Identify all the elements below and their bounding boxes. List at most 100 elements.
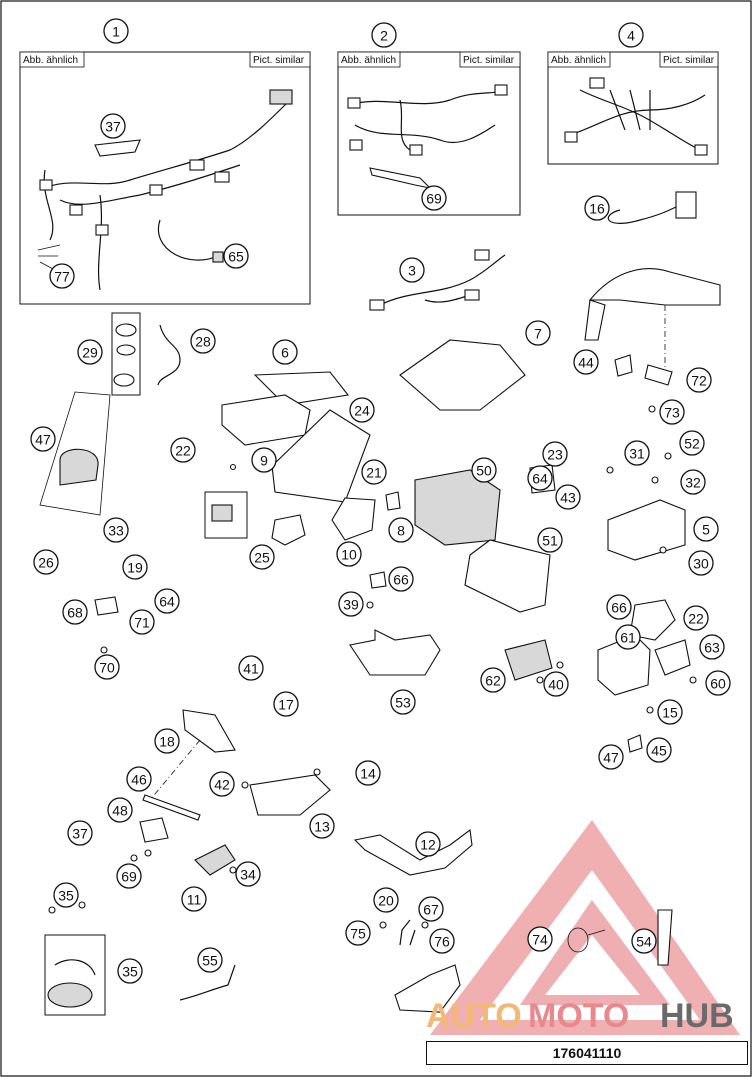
callout-number: 10 bbox=[341, 547, 357, 563]
callout-53: 53 bbox=[390, 689, 416, 715]
callout-number: 30 bbox=[693, 556, 709, 572]
callout-31: 31 bbox=[624, 440, 650, 466]
callout-number: 31 bbox=[629, 446, 645, 462]
callout-30: 30 bbox=[688, 550, 714, 576]
callout-55: 55 bbox=[197, 947, 223, 973]
callout-17: 17 bbox=[273, 691, 299, 717]
callout-number: 50 bbox=[476, 463, 492, 479]
callout-18: 18 bbox=[154, 728, 180, 754]
callout-46: 46 bbox=[126, 766, 152, 792]
callout-number: 42 bbox=[214, 777, 230, 793]
similar-en-label-3: Pict. similar bbox=[663, 55, 715, 66]
callout-2: 2 bbox=[371, 22, 397, 48]
callout-number: 63 bbox=[704, 640, 720, 656]
callout-10: 10 bbox=[336, 541, 362, 567]
similar-de-label-3: Abb. ähnlich bbox=[551, 55, 606, 66]
callout-69: 69 bbox=[421, 185, 447, 211]
callout-71: 71 bbox=[129, 609, 155, 635]
callout-number: 48 bbox=[112, 803, 128, 819]
callout-51: 51 bbox=[537, 527, 563, 553]
callout-20: 20 bbox=[373, 887, 399, 913]
callout-60: 60 bbox=[705, 670, 731, 696]
callout-number: 67 bbox=[423, 902, 439, 918]
callout-number: 6 bbox=[281, 345, 289, 361]
callout-61: 61 bbox=[615, 624, 641, 650]
callout-43: 43 bbox=[555, 484, 581, 510]
callout-number: 66 bbox=[611, 600, 627, 616]
callout-29: 29 bbox=[77, 339, 103, 365]
callout-number: 18 bbox=[159, 734, 175, 750]
callout-19: 19 bbox=[122, 554, 148, 580]
watermark-moto: MOTO bbox=[528, 997, 629, 1035]
callout-number: 11 bbox=[187, 892, 202, 908]
callout-63: 63 bbox=[699, 634, 725, 660]
callout-number: 5 bbox=[702, 522, 710, 538]
callout-number: 54 bbox=[636, 934, 652, 950]
callout-number: 47 bbox=[35, 432, 51, 448]
callout-number: 32 bbox=[685, 475, 701, 491]
callout-number: 29 bbox=[82, 345, 98, 361]
callout-number: 55 bbox=[202, 953, 218, 969]
callout-68: 68 bbox=[62, 599, 88, 625]
similar-de-label-2: Abb. ähnlich bbox=[341, 55, 396, 66]
callout-5: 5 bbox=[693, 516, 719, 542]
callout-33: 33 bbox=[103, 517, 129, 543]
callout-number: 64 bbox=[159, 594, 175, 610]
callout-number: 69 bbox=[426, 191, 442, 207]
callout-25: 25 bbox=[249, 544, 275, 570]
callout-number: 17 bbox=[278, 697, 294, 713]
callout-number: 2 bbox=[380, 28, 388, 44]
callout-number: 33 bbox=[108, 523, 124, 539]
callout-7: 7 bbox=[525, 320, 551, 346]
callout-number: 76 bbox=[434, 934, 450, 950]
callout-15: 15 bbox=[657, 699, 683, 725]
callout-number: 37 bbox=[72, 826, 88, 842]
callout-number: 41 bbox=[243, 661, 259, 677]
callout-number: 69 bbox=[121, 869, 137, 885]
callout-54: 54 bbox=[631, 928, 657, 954]
callout-number: 22 bbox=[688, 611, 704, 627]
callout-number: 72 bbox=[691, 373, 707, 389]
callout-number: 66 bbox=[393, 572, 409, 588]
callout-32: 32 bbox=[680, 469, 706, 495]
callout-number: 61 bbox=[620, 630, 636, 646]
callout-37: 37 bbox=[100, 113, 126, 139]
panel-harness-1: Abb. ähnlich Pict. similar bbox=[19, 51, 311, 305]
callout-45: 45 bbox=[646, 737, 672, 763]
callout-47: 47 bbox=[598, 744, 624, 770]
callout-number: 25 bbox=[254, 550, 270, 566]
callout-number: 74 bbox=[532, 932, 548, 948]
callout-22: 22 bbox=[170, 437, 196, 463]
callout-74: 74 bbox=[527, 926, 553, 952]
callout-65: 65 bbox=[223, 243, 249, 269]
callout-50: 50 bbox=[471, 457, 497, 483]
callout-41: 41 bbox=[238, 655, 264, 681]
callout-number: 71 bbox=[134, 615, 150, 631]
panel-harness-4: Abb. ähnlich Pict. similar bbox=[547, 51, 719, 165]
callout-number: 65 bbox=[228, 249, 244, 265]
callout-number: 26 bbox=[38, 555, 54, 571]
callout-number: 15 bbox=[662, 705, 678, 721]
watermark bbox=[430, 820, 740, 1035]
callout-69: 69 bbox=[116, 863, 142, 889]
callout-28: 28 bbox=[190, 328, 216, 354]
callout-13: 13 bbox=[309, 813, 335, 839]
callout-48: 48 bbox=[107, 797, 133, 823]
callout-35: 35 bbox=[117, 958, 143, 984]
callout-37: 37 bbox=[67, 820, 93, 846]
callout-number: 13 bbox=[314, 819, 330, 835]
similar-en-label-2: Pict. similar bbox=[463, 55, 515, 66]
callout-number: 73 bbox=[664, 405, 680, 421]
callout-number: 43 bbox=[560, 490, 576, 506]
callout-34: 34 bbox=[235, 861, 261, 887]
callout-16: 16 bbox=[584, 195, 610, 221]
callout-66: 66 bbox=[606, 594, 632, 620]
watermark-text: AUTO MOTO HUB bbox=[426, 997, 734, 1035]
callout-number: 52 bbox=[684, 436, 700, 452]
similar-de-label: Abb. ähnlich bbox=[23, 55, 78, 66]
similar-en-label: Pict. similar bbox=[253, 55, 305, 66]
callout-24: 24 bbox=[349, 397, 375, 423]
callout-73: 73 bbox=[659, 399, 685, 425]
callout-number: 21 bbox=[366, 465, 382, 481]
